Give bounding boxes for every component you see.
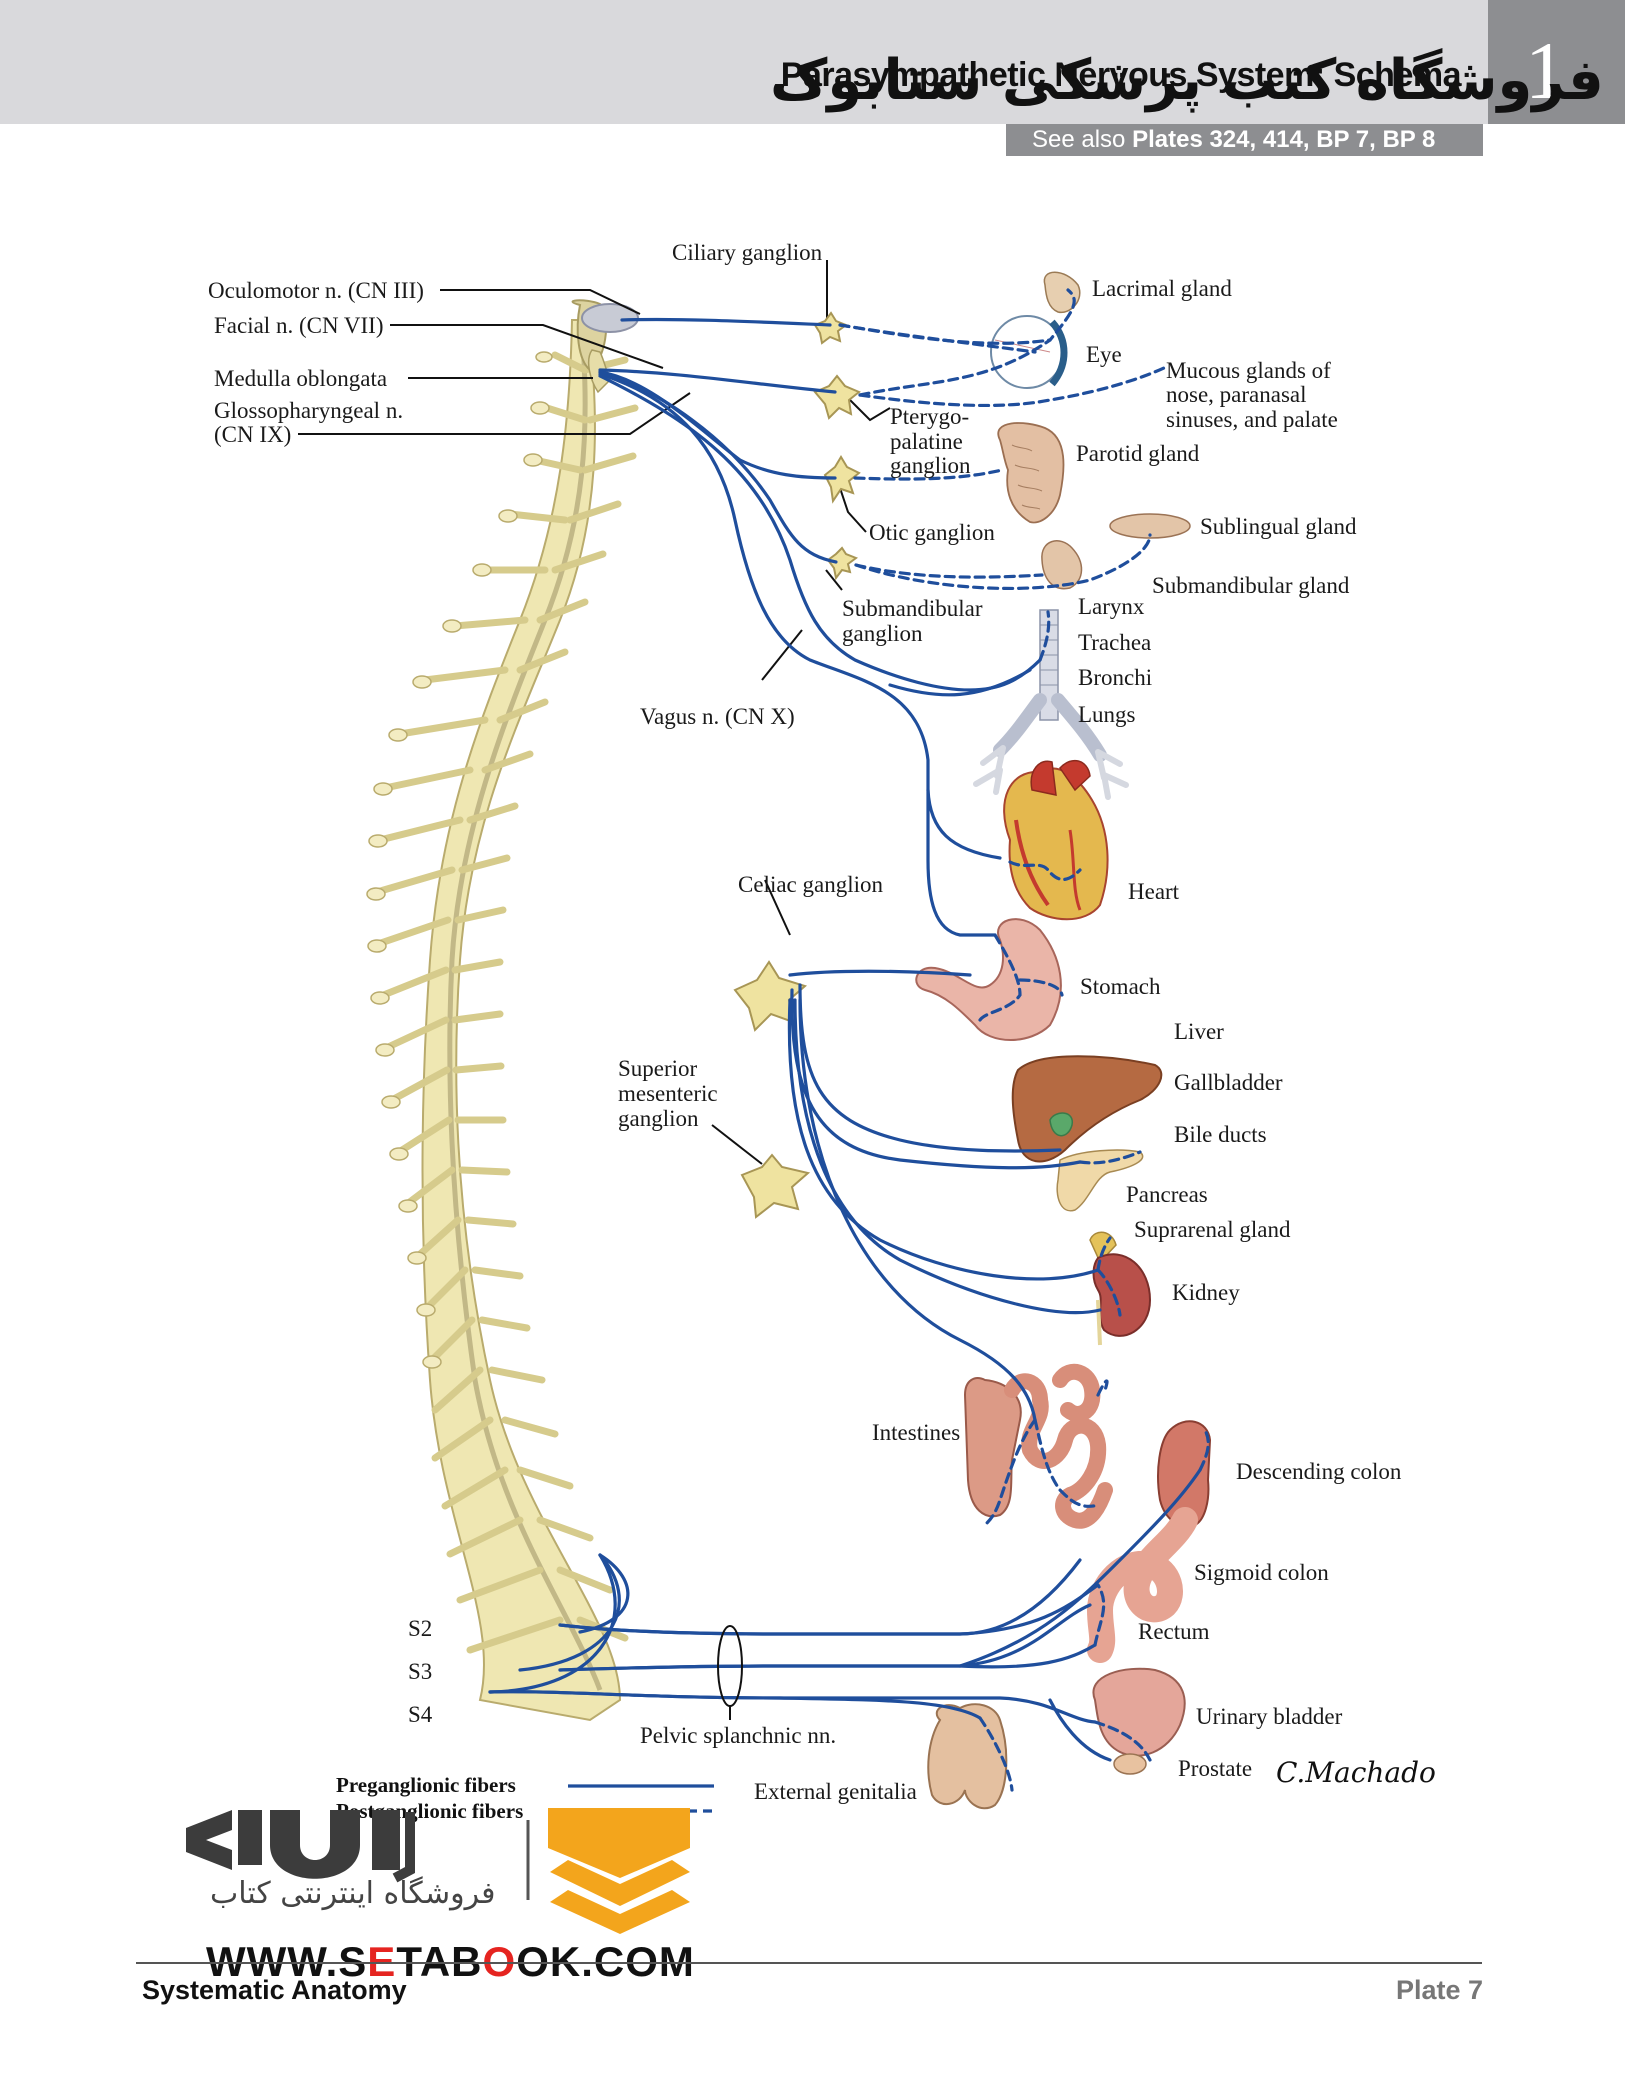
label-kidney: Kidney [1172,1280,1240,1305]
label-trachea: Trachea [1078,630,1151,655]
kidney-shape [1089,1231,1152,1346]
label-superior-mesenteric-3: ganglion [618,1106,699,1131]
url-part-2: E [367,1938,397,1985]
lacrimal-gland-shape [1043,271,1081,314]
postganglionic-fibers [838,288,1210,1792]
label-ciliary-ganglion: Ciliary ganglion [672,240,823,265]
label-submandibular-gland: Submandibular gland [1152,573,1350,598]
label-vagus: Vagus n. (CN X) [640,704,795,729]
see-also-prefix: See also [1032,126,1133,153]
plate-title: Parasympathetic Nervous System: Schema [780,56,1462,94]
submandibular-ganglion-shape [826,546,859,581]
labels: Ciliary ganglion Oculomotor n. (CN III) … [208,240,1436,1804]
parotid-gland-shape [997,422,1065,524]
superior-mesenteric-ganglion-shape [740,1153,811,1219]
label-sublingual-gland: Sublingual gland [1200,514,1357,539]
sublingual-gland-shape [1109,513,1191,539]
footer-section-title: Systematic Anatomy [142,1975,407,2005]
label-superior-mesenteric: Superior [618,1056,698,1081]
see-also-reference: See also Plates 324, 414, BP 7, BP 8 [1032,126,1435,154]
external-genitalia-shape [927,1703,1008,1810]
label-pelvic-splanchnic: Pelvic splanchnic nn. [640,1723,836,1748]
label-parotid-gland: Parotid gland [1076,441,1200,466]
see-also-bar [1006,124,1483,156]
label-external-genitalia: External genitalia [754,1779,917,1804]
liver-shape [1011,1055,1163,1163]
legend-postganglionic-label: Postganglionic fibers [336,1799,523,1823]
see-also-plates: Plates 324, 414, BP 7, BP 8 [1132,126,1436,153]
intestines-shape [963,1363,1113,1529]
label-otic-ganglion: Otic ganglion [869,520,995,545]
label-suprarenal: Suprarenal gland [1134,1217,1291,1242]
legend-preganglionic-label: Preganglionic fibers [336,1773,516,1797]
label-s3: S3 [408,1659,432,1684]
label-mucous-glands-3: sinuses, and palate [1166,407,1338,432]
submandibular-gland-shape [1041,540,1083,590]
organs [915,271,1212,1810]
label-pterygopalatine: Pterygo- [890,404,969,429]
label-pterygopalatine-2: palatine [890,429,963,454]
label-sigmoid-colon: Sigmoid colon [1194,1560,1329,1585]
setabook-url: WWW.SETABOOK.COM [206,1938,695,1986]
artist-signature: C.Machado [1276,1756,1436,1789]
label-intestines: Intestines [872,1420,960,1445]
label-superior-mesenteric-2: mesenteric [618,1081,718,1106]
label-mucous-glands-2: nose, paranasal [1166,382,1307,407]
colon-shape [1086,1420,1212,1663]
label-bronchi: Bronchi [1078,665,1152,690]
label-heart: Heart [1128,879,1180,904]
stomach-shape [915,918,1062,1041]
pancreas-shape [1056,1149,1144,1212]
label-pterygopalatine-3: ganglion [890,453,971,478]
chapter-box [1488,0,1625,124]
label-lungs: Lungs [1078,702,1136,727]
url-part-1: WWW.S [206,1938,368,1985]
label-medulla: Medulla oblongata [214,366,387,391]
heart-shape [1003,759,1109,921]
label-urinary-bladder: Urinary bladder [1196,1704,1343,1729]
label-facial: Facial n. (CN VII) [214,313,383,338]
label-larynx: Larynx [1078,594,1145,619]
otic-ganglion-shape [823,455,861,504]
setabook-logo [186,1808,690,1934]
label-prostate: Prostate [1178,1756,1252,1781]
pterygopalatine-ganglion-shape [813,374,861,420]
label-s2: S2 [408,1616,432,1641]
footer-rule [136,1962,1482,1964]
ciliary-ganglion-shape [813,311,849,345]
label-celiac-ganglion: Celiac ganglion [738,872,883,897]
preganglionic-fibers [488,317,1202,1762]
label-descending-colon: Descending colon [1236,1459,1402,1484]
chapter-number: 1 [1525,25,1566,116]
label-s4: S4 [408,1702,433,1727]
ganglia [733,311,861,1219]
label-lacrimal-gland: Lacrimal gland [1092,276,1232,301]
label-pancreas: Pancreas [1126,1182,1208,1207]
watermark-persian-title: فروشگاه کتب پزشکی ستابوک [770,48,1604,113]
url-part-4: O [482,1938,517,1985]
label-submandibular-ganglion: Submandibular [842,596,983,621]
url-part-3: TAB [396,1938,483,1985]
spinal-column [366,299,639,1722]
label-eye: Eye [1086,342,1122,367]
setabook-tagline: فروشگاه اینترنتی کتاب [210,1876,496,1911]
header-band [0,0,1488,124]
label-stomach: Stomach [1080,974,1161,999]
bladder-shape [1092,1667,1186,1775]
label-glossopharyngeal: Glossopharyngeal n. [214,398,403,423]
label-gallbladder: Gallbladder [1174,1070,1283,1095]
label-submandibular-ganglion-2: ganglion [842,621,923,646]
label-bile-ducts: Bile ducts [1174,1122,1267,1147]
label-rectum: Rectum [1138,1619,1210,1644]
label-liver: Liver [1174,1019,1224,1044]
label-oculomotor: Oculomotor n. (CN III) [208,278,424,303]
url-part-5: OK.COM [516,1938,695,1985]
airway-shape [973,609,1129,800]
footer-plate-number: Plate 7 [1395,1975,1483,2005]
label-mucous-glands: Mucous glands of [1166,358,1331,383]
label-glossopharyngeal-cn: (CN IX) [214,422,291,447]
